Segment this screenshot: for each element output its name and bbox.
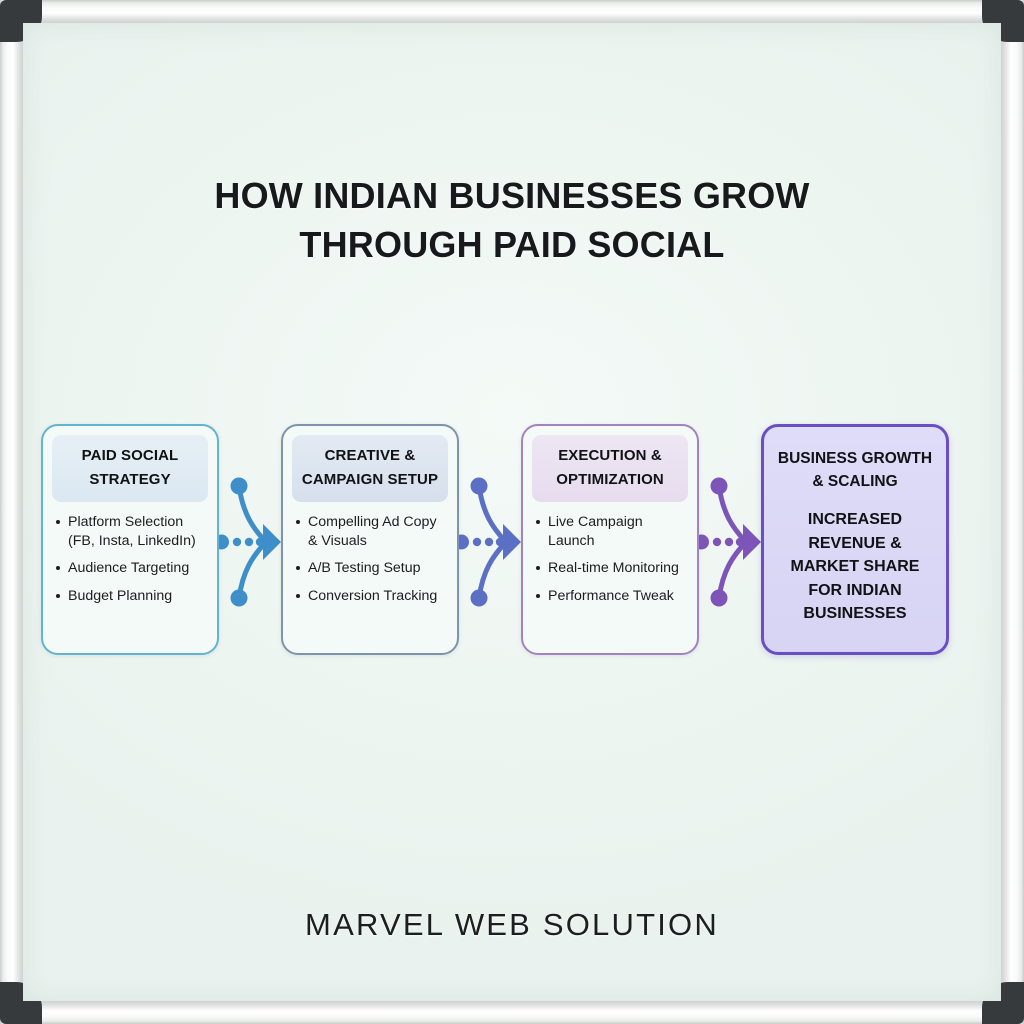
frame-left-edge bbox=[0, 0, 23, 1024]
page-title-line-1: HOW INDIAN BUSINESSES GROW bbox=[214, 175, 810, 216]
flow-node-creative-campaign-setup[interactable]: CREATIVE & CAMPAIGN SETUP Compelling Ad … bbox=[281, 424, 459, 655]
list-item: Budget Planning bbox=[55, 587, 209, 606]
list-item: Compelling Ad Copy & Visuals bbox=[295, 513, 449, 550]
flow-node-3-heading-line-2: OPTIMIZATION bbox=[556, 471, 664, 488]
frame-top-edge bbox=[0, 0, 1024, 23]
converging-arrow-icon bbox=[694, 477, 761, 607]
list-item: Conversion Tracking bbox=[295, 587, 449, 606]
flow-node-1-heading: PAID SOCIAL STRATEGY bbox=[52, 435, 208, 502]
list-item: Platform Selection (FB, Insta, LinkedIn) bbox=[55, 513, 209, 550]
flow-node-1-heading-line-1: PAID SOCIAL bbox=[81, 447, 179, 464]
flow-node-2-bullet-list: Compelling Ad Copy & Visuals A/B Testing… bbox=[283, 513, 457, 605]
flow-node-3-bullet-list: Live Campaign Launch Real-time Monitorin… bbox=[523, 513, 697, 605]
page-title-line-2: THROUGH PAID SOCIAL bbox=[299, 224, 725, 265]
footer-brand: MARVEL WEB SOLUTION bbox=[305, 907, 719, 942]
flow-node-2-heading-line-2: CAMPAIGN SETUP bbox=[301, 471, 439, 488]
process-flow-diagram: PAID SOCIAL STRATEGY Platform Selection … bbox=[23, 424, 1001, 659]
converging-arrow-icon bbox=[214, 477, 281, 607]
flow-node-3-heading-line-1: EXECUTION & bbox=[558, 447, 662, 464]
page-title: HOW INDIAN BUSINESSES GROW THROUGH PAID … bbox=[23, 171, 1001, 269]
flow-node-1-bullet-list: Platform Selection (FB, Insta, LinkedIn)… bbox=[43, 513, 217, 605]
flow-node-3-heading: EXECUTION & OPTIMIZATION bbox=[532, 435, 688, 502]
converging-arrow-icon bbox=[454, 477, 521, 607]
flow-node-4-primary-text: BUSINESS GROWTH & SCALING bbox=[777, 450, 933, 490]
connector-1-to-2 bbox=[214, 462, 281, 622]
list-item: A/B Testing Setup bbox=[295, 559, 449, 578]
connector-2-to-3 bbox=[454, 462, 521, 622]
list-item: Performance Tweak bbox=[535, 587, 689, 606]
flow-node-2-heading-line-1: CREATIVE & bbox=[324, 447, 416, 464]
list-item: Real-time Monitoring bbox=[535, 559, 689, 578]
flow-node-4-secondary-text: INCREASED REVENUE & MARKET SHARE FOR IND… bbox=[790, 511, 920, 622]
whiteboard-surface: HOW INDIAN BUSINESSES GROW THROUGH PAID … bbox=[23, 23, 1001, 1001]
list-item: Audience Targeting bbox=[55, 559, 209, 578]
frame-right-edge bbox=[1001, 0, 1024, 1024]
list-item: Live Campaign Launch bbox=[535, 513, 689, 550]
flow-node-1-heading-line-2: STRATEGY bbox=[89, 471, 171, 488]
flow-node-paid-social-strategy[interactable]: PAID SOCIAL STRATEGY Platform Selection … bbox=[41, 424, 219, 655]
frame-bottom-edge bbox=[0, 1001, 1024, 1024]
connector-3-to-4 bbox=[694, 462, 761, 622]
flow-node-execution-optimization[interactable]: EXECUTION & OPTIMIZATION Live Campaign L… bbox=[521, 424, 699, 655]
flow-node-business-growth-scaling[interactable]: BUSINESS GROWTH & SCALING INCREASED REVE… bbox=[761, 424, 949, 655]
flow-node-2-heading: CREATIVE & CAMPAIGN SETUP bbox=[292, 435, 448, 502]
